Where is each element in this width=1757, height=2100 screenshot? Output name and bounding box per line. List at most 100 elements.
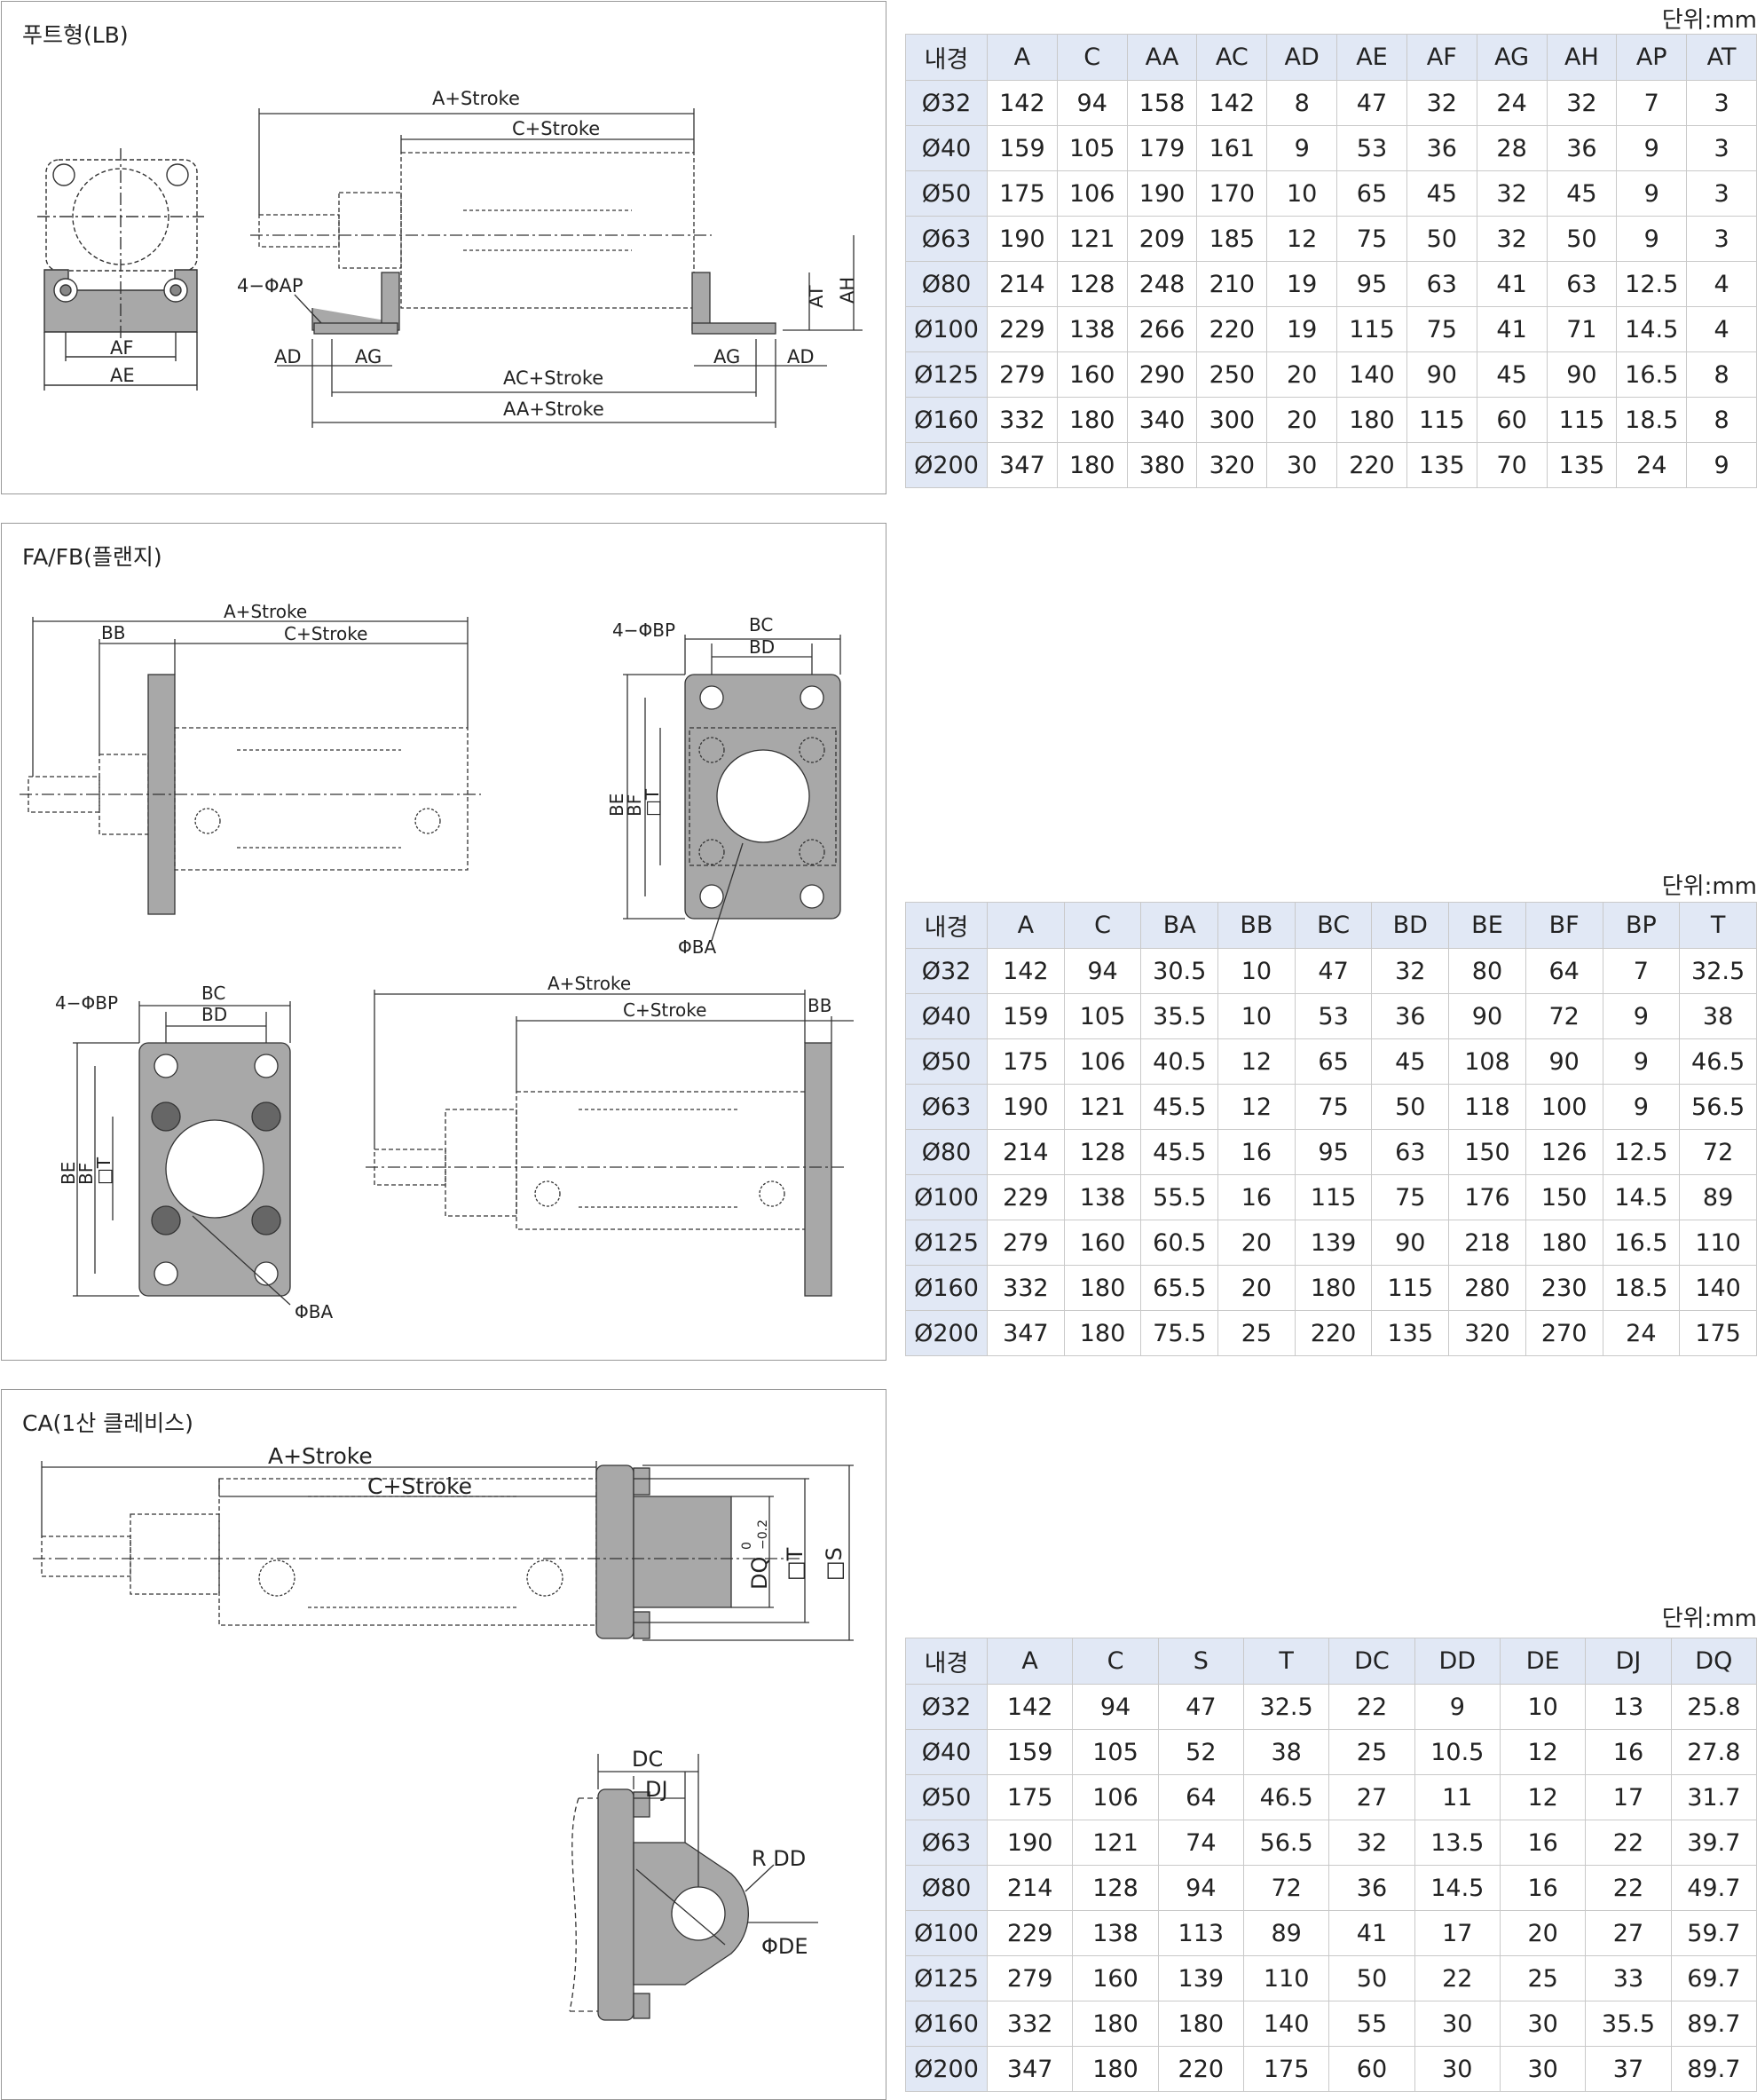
table-cell: 290 [1126,351,1198,398]
table-cell: 27 [1585,1910,1672,1956]
table-cell: 72 [1525,993,1603,1039]
bore-cell: Ø80 [905,261,988,307]
table-cell: 90 [1546,351,1618,398]
table-cell: 180 [1063,1265,1142,1311]
column-header: AE [1336,34,1407,81]
table-cell: 45 [1406,170,1477,217]
table-cell: 90 [1406,351,1477,398]
bore-cell: Ø160 [905,2001,988,2047]
table-cell: 47 [1157,1684,1244,1730]
table-cell: 37 [1585,2046,1672,2092]
fafb-flange-view-bottom [73,1001,291,1306]
fafb-bf-top-label: BF [624,794,645,817]
ca-dq-label: DQ [747,1557,772,1590]
bore-cell: Ø200 [905,442,988,488]
table-cell: 175 [986,1774,1074,1820]
fafb-be-bottom-label: BE [58,1162,79,1185]
column-header: BB [1217,902,1296,949]
table-cell: 12 [1217,1038,1296,1085]
table-cell: 14.5 [1414,1865,1501,1911]
bore-cell: Ø32 [905,948,988,994]
column-header: AF [1406,34,1477,81]
table-cell: 89.7 [1670,2046,1757,2092]
ca-c-stroke-label: C+Stroke [367,1473,472,1499]
table-cell: 50 [1371,1084,1450,1130]
table-cell: 159 [987,993,1065,1039]
table-cell: 25.8 [1670,1684,1757,1730]
column-header: AA [1126,34,1198,81]
table-cell: 121 [1056,216,1128,262]
table-cell: 180 [1056,442,1128,488]
table-cell: 175 [987,1038,1065,1085]
table-cell: 30 [1414,2046,1501,2092]
table-cell: 10.5 [1414,1729,1501,1775]
bore-cell: Ø100 [905,1910,988,1956]
table-cell: 63 [1406,261,1477,307]
fafb-bb-top-label: BB [101,622,125,643]
table-cell: 90 [1525,1038,1603,1085]
table-cell: 220 [1294,1310,1373,1356]
table-cell: 115 [1371,1265,1450,1311]
bore-cell: Ø125 [905,1955,988,2001]
ca-dc-label: DC [632,1747,663,1772]
column-header: BP [1602,902,1681,949]
table-cell: 160 [1063,1220,1142,1266]
fafb-bc-top-label: BC [749,614,773,636]
table-cell: 3 [1686,125,1757,171]
lb-c-stroke-label: C+Stroke [512,118,600,139]
table-cell: 332 [987,397,1058,443]
table-cell: 248 [1126,261,1198,307]
bore-cell: Ø63 [905,216,988,262]
fafb-bd-top-label: BD [749,636,775,658]
table-cell: 35.5 [1140,993,1219,1039]
table-cell: 105 [1063,993,1142,1039]
table-cell: 138 [1063,1174,1142,1220]
fafb-t-bottom-label: □T [93,1157,114,1185]
column-header: DJ [1585,1638,1672,1685]
table-cell: 175 [1679,1310,1757,1356]
table-cell: 45 [1476,351,1548,398]
bore-cell: Ø32 [905,1684,988,1730]
table-cell: 53 [1294,993,1373,1039]
lb-ag-right-label: AG [713,346,740,367]
table-cell: 121 [1063,1084,1142,1130]
table-cell: 31.7 [1670,1774,1757,1820]
fafb-bc-bottom-label: BC [201,983,225,1004]
table-cell: 16.5 [1616,351,1688,398]
table-cell: 56.5 [1242,1820,1330,1866]
column-header: AD [1266,34,1338,81]
table-cell: 9 [1602,1084,1681,1130]
table-cell: 41 [1476,306,1548,352]
table-cell: 214 [987,261,1058,307]
table-cell: 14.5 [1616,306,1688,352]
table-cell: 10 [1499,1684,1587,1730]
table-cell: 126 [1525,1129,1603,1175]
bore-cell: Ø160 [905,397,988,443]
table-cell: 142 [987,80,1058,126]
ca-clevis-detail [569,1754,818,2021]
column-header: A [987,902,1065,949]
table-cell: 161 [1196,125,1268,171]
table-cell: 16 [1499,1865,1587,1911]
table-cell: 12 [1217,1084,1296,1130]
table-cell: 150 [1525,1174,1603,1220]
table-cell: 50 [1406,216,1477,262]
fafb-drawing: A+Stroke BB C+Stroke 4−ΦBP BC BD BE BF □ [20,601,854,1322]
column-header: AP [1616,34,1688,81]
table-cell: 8 [1686,397,1757,443]
table-cell: 106 [1072,1774,1159,1820]
table-cell: 16 [1217,1174,1296,1220]
table-cell: 270 [1525,1310,1603,1356]
table-cell: 56.5 [1679,1084,1757,1130]
table-cell: 106 [1056,170,1128,217]
table-cell: 229 [987,1174,1065,1220]
column-header: AC [1196,34,1268,81]
table-cell: 113 [1157,1910,1244,1956]
lb-at-label: AT [806,285,827,308]
table-cell: 22 [1414,1955,1501,2001]
table-cell: 14.5 [1602,1174,1681,1220]
table-cell: 10 [1266,170,1338,217]
